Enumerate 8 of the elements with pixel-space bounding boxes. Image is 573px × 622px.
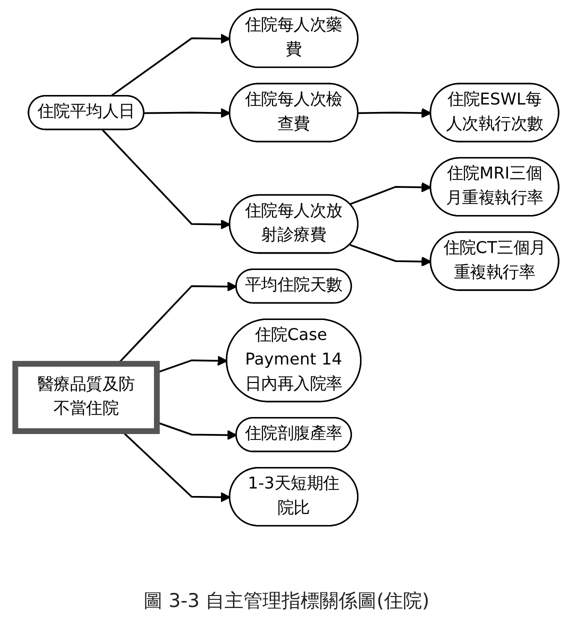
arrow — [110, 34, 230, 98]
caption: 圖 3-3 自主管理指標關係圖(住院) — [144, 589, 430, 614]
arrow — [102, 129, 230, 230]
arrow — [144, 108, 230, 118]
arrow — [349, 182, 431, 206]
arrow — [358, 108, 431, 118]
node-box: 醫療品質及防不當住院 — [12, 360, 160, 434]
arrow — [349, 244, 431, 267]
